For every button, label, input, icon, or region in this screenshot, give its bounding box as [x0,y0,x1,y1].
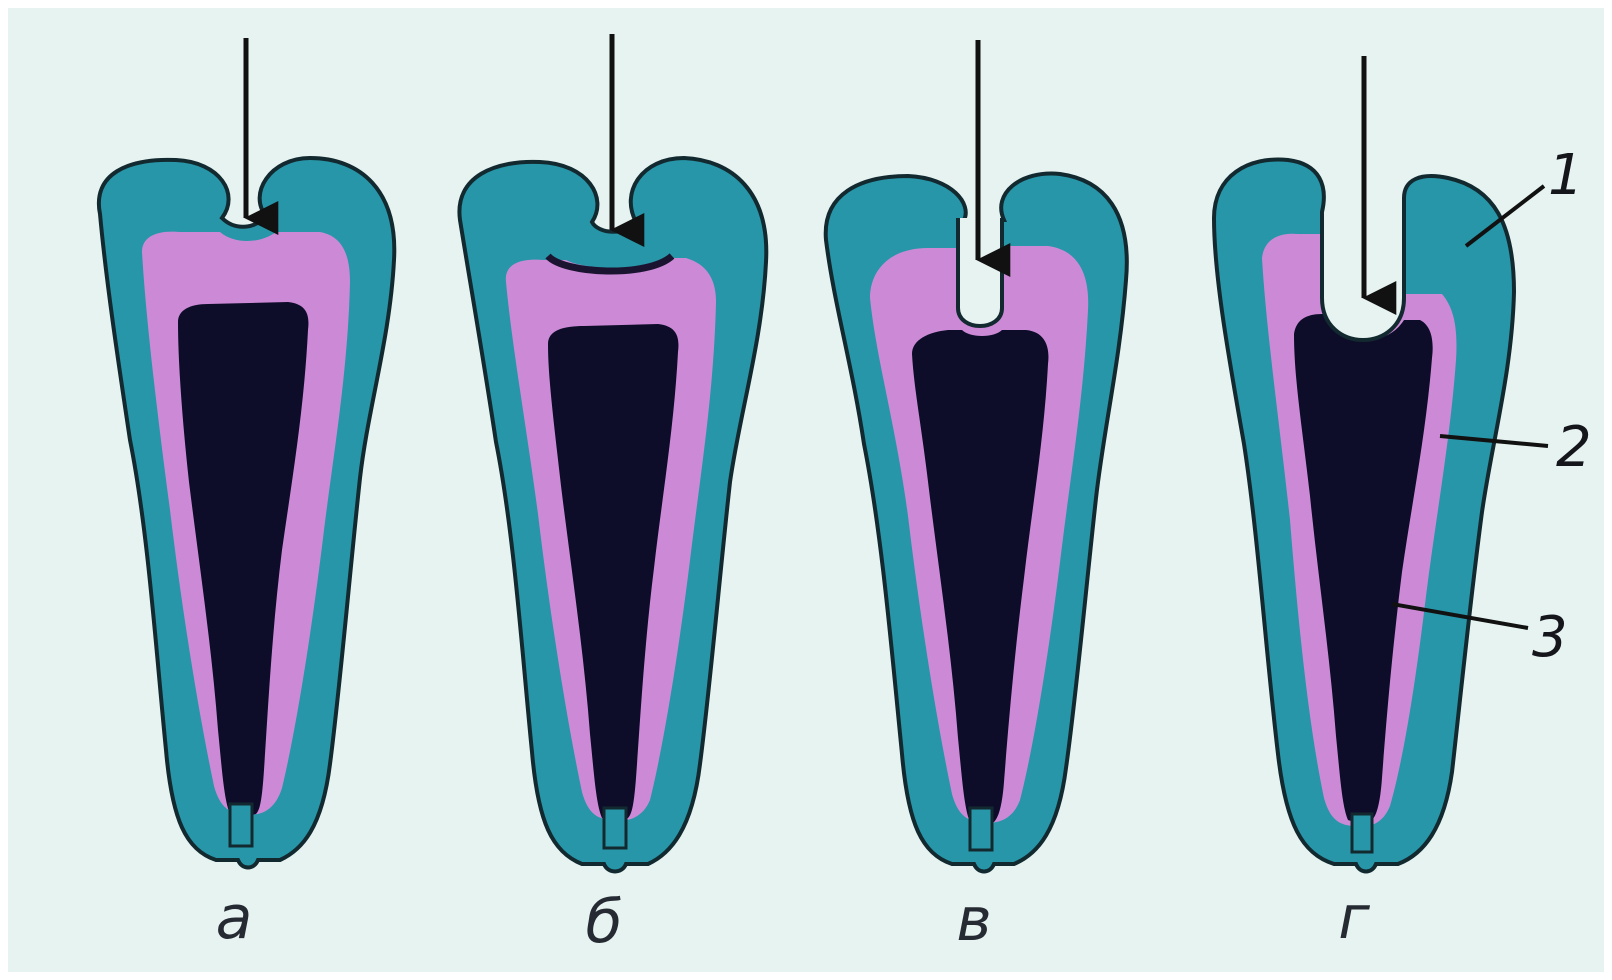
label-2-text: 2 [1556,415,1592,480]
tooth-cavity-diagram: а б в г 1 2 3 [8,8,1604,972]
root-canal [970,808,992,850]
panel-a: а [99,38,394,953]
caption-v: в [956,885,991,955]
caption-b: б [585,887,622,957]
root-canal [1352,814,1372,852]
panel-g: г [1214,56,1514,953]
panel-v: в [826,40,1127,955]
caption-a: а [216,883,253,953]
panel-b: б [459,34,766,957]
caption-g: г [1338,883,1370,953]
label-1-text: 1 [1548,143,1584,208]
label-3-text: 3 [1532,605,1568,670]
root-canal [604,808,626,848]
root-canal [230,804,252,846]
